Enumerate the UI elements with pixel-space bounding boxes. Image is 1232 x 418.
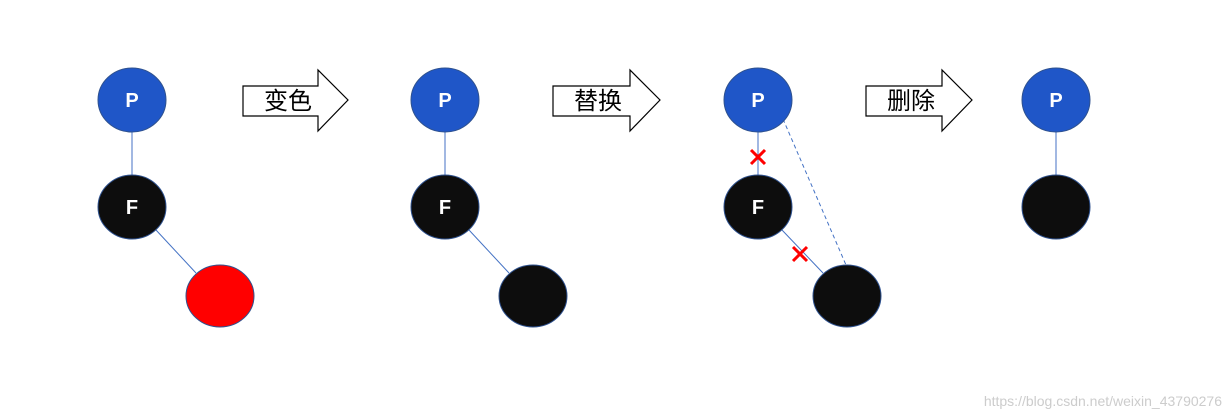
node-target: F [723, 174, 793, 240]
stage-deleted: P [1021, 67, 1091, 240]
node-child-black [498, 264, 568, 328]
node-parent-label: P [1049, 90, 1062, 112]
stage-replaced: P F [723, 67, 882, 328]
arrow-right-icon [242, 68, 349, 133]
node-target: F [410, 174, 480, 240]
node-parent: P [97, 67, 167, 133]
node-child-black [812, 264, 882, 328]
node-target-shape [97, 174, 167, 240]
edge-node-child [155, 229, 197, 274]
node-parent-shape [1021, 67, 1091, 133]
node-child-red [185, 264, 255, 328]
node-child-black [1021, 174, 1091, 240]
arrow-right-icon [552, 68, 661, 133]
step-label-replace: 替换 [574, 87, 622, 115]
cross-mark-icon [791, 245, 809, 263]
watermark: https://blog.csdn.net/weixin_43790276 [984, 393, 1222, 409]
node-parent: P [410, 67, 480, 133]
step-arrow-delete: 删除 [865, 68, 973, 133]
node-target-label: F [752, 197, 764, 219]
node-parent-label: P [751, 90, 764, 112]
node-target-label: F [126, 197, 138, 219]
step-arrow-recolor: 变色 [242, 68, 349, 133]
cross-mark-icon [749, 148, 767, 166]
step-arrow-replace: 替换 [552, 68, 661, 133]
edge-node-child [468, 229, 510, 274]
node-parent-label: P [125, 90, 138, 112]
node-target-shape [723, 174, 793, 240]
node-target-label: F [439, 197, 451, 219]
node-parent-shape [723, 67, 793, 133]
stage-recolored: P F [410, 67, 568, 328]
node-parent-shape [97, 67, 167, 133]
node-parent-label: P [438, 90, 451, 112]
edge-parent-child-dashed [782, 118, 847, 266]
node-parent-shape [410, 67, 480, 133]
step-label-recolor: 变色 [264, 87, 312, 115]
stage-initial: P F [97, 67, 255, 328]
cross-stroke [749, 148, 767, 166]
node-parent: P [723, 67, 793, 133]
step-label-delete: 删除 [887, 87, 935, 115]
cross-stroke [791, 245, 809, 263]
node-parent: P [1021, 67, 1091, 133]
arrow-right-icon [865, 68, 973, 133]
node-target-shape [410, 174, 480, 240]
node-target: F [97, 174, 167, 240]
